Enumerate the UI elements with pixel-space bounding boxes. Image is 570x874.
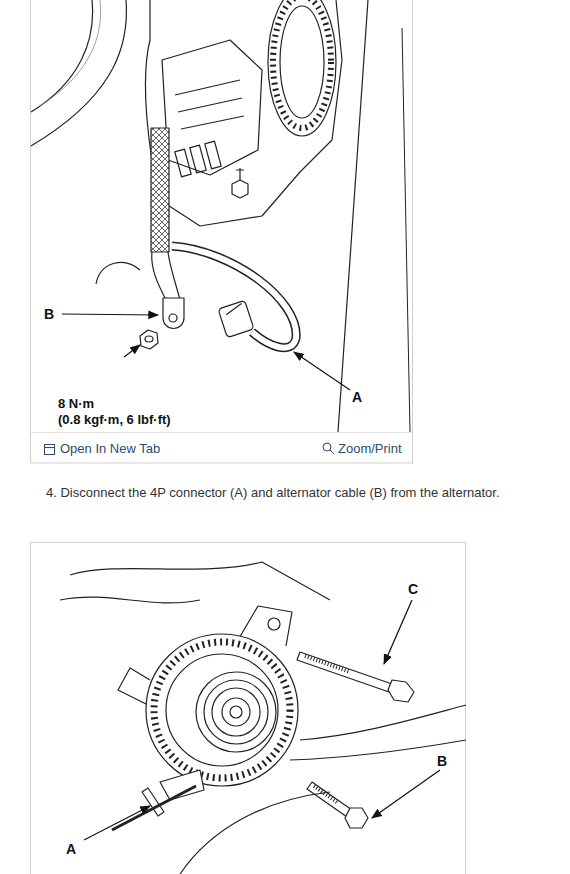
leader-lines <box>62 314 350 390</box>
link-text: Open In New Tab <box>60 442 160 457</box>
callout-letter: B <box>44 306 54 322</box>
separator <box>31 432 412 433</box>
torque-value: 8 N·m <box>58 397 94 412</box>
leader-lines <box>84 600 440 840</box>
torque-value: (0.8 kgf·m, 6 lbf·ft) <box>58 413 171 428</box>
alternator-top-view <box>31 0 410 432</box>
callout-letter: C <box>408 581 418 597</box>
callout-letter: A <box>352 389 362 405</box>
link-text: Zoom/Print <box>338 442 402 457</box>
panel-frame <box>31 0 413 463</box>
callout-letter: B <box>437 753 447 769</box>
callout-letter: A <box>66 841 76 857</box>
panel-frame <box>31 543 466 874</box>
alternator-front-view <box>60 562 466 874</box>
step-text: 4. Disconnect the 4P connector (A) and a… <box>46 486 500 501</box>
